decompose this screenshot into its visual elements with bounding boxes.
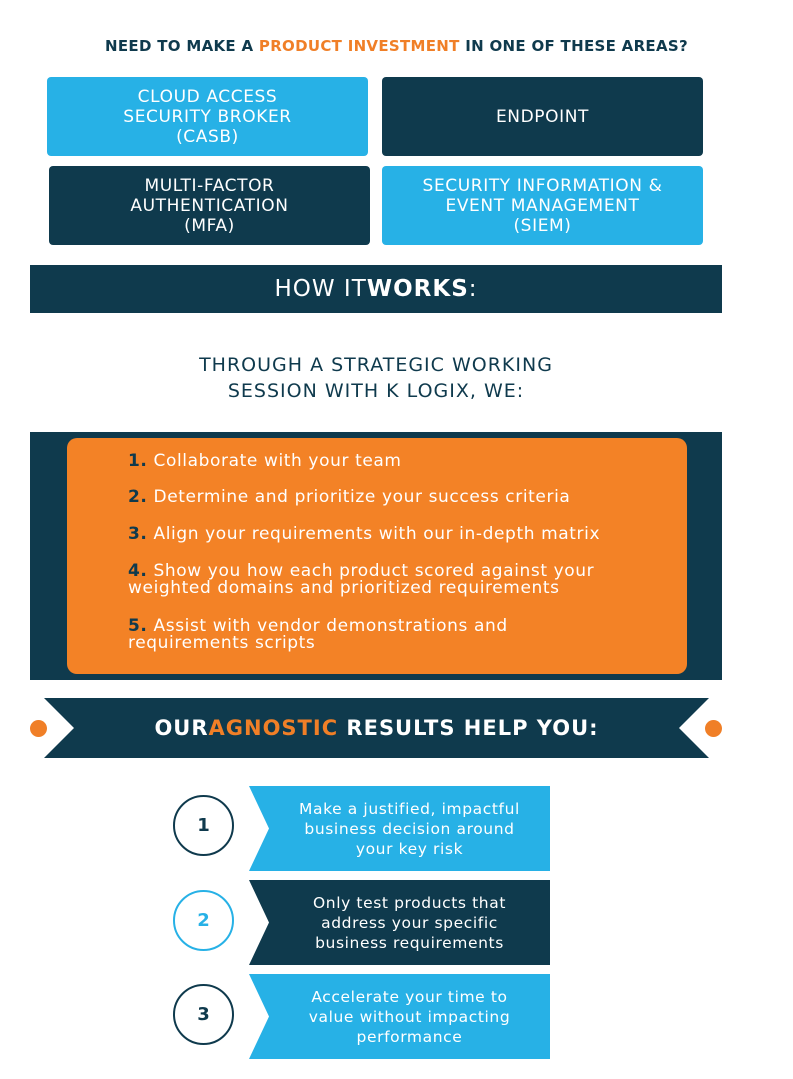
- how-it-works-bold: WORKS: [366, 276, 469, 302]
- banner-highlight: AGNOSTIC: [208, 716, 339, 740]
- step-number: 1.: [128, 451, 148, 471]
- banner-suffix: RESULTS HELP YOU:: [346, 716, 599, 740]
- how-it-works-bar: HOW IT WORKS:: [30, 265, 722, 313]
- benefit-panel: Make a justified, impactful business dec…: [249, 786, 550, 871]
- step-item: 3. Align your requirements with our in-d…: [128, 526, 688, 543]
- banner-prefix: OUR: [154, 716, 209, 740]
- how-it-works-suffix: :: [468, 276, 478, 302]
- how-it-works-prefix: HOW IT: [274, 276, 367, 302]
- headline-suffix: IN ONE OF THESE AREAS?: [459, 37, 688, 55]
- step-text: Align your requirements with our in-dept…: [147, 524, 601, 544]
- banner-right-dot: [705, 720, 722, 737]
- benefit-panel: Accelerate your time to value without im…: [249, 974, 550, 1059]
- benefit-text: Make a justified, impactful business dec…: [299, 799, 520, 858]
- results-banner-text: OUR AGNOSTIC RESULTS HELP YOU:: [44, 698, 709, 758]
- area-mfa: MULTI-FACTOR AUTHENTICATION (MFA): [49, 166, 370, 245]
- intro-text: THROUGH A STRATEGIC WORKING SESSION WITH…: [199, 354, 553, 402]
- step-item: 4. Show you how each product scored agai…: [128, 563, 688, 597]
- benefit-number-badge: 1: [173, 795, 234, 856]
- area-casb: CLOUD ACCESS SECURITY BROKER (CASB): [47, 77, 368, 156]
- step-text: Determine and prioritize your success cr…: [147, 487, 571, 507]
- area-endpoint: ENDPOINT: [382, 77, 703, 156]
- step-number: 3.: [128, 524, 148, 544]
- ribbon-shape: [44, 698, 709, 758]
- area-siem: SECURITY INFORMATION & EVENT MANAGEMENT …: [382, 166, 703, 245]
- benefit-panel: Only test products that address your spe…: [249, 880, 550, 965]
- step-text: Collaborate with your team: [147, 451, 402, 471]
- benefit-panel-shape: [249, 786, 550, 871]
- step-number: 5.: [128, 616, 148, 636]
- benefit-number-badge: 3: [173, 984, 234, 1045]
- banner-left-dot: [30, 720, 47, 737]
- steps-box: [67, 438, 687, 674]
- step-text: Show you how each product scored against…: [128, 561, 595, 598]
- headline-highlight: PRODUCT INVESTMENT: [258, 37, 460, 55]
- step-number: 4.: [128, 561, 148, 581]
- benefit-panel-shape: [249, 880, 550, 965]
- results-ribbon: [44, 698, 709, 758]
- benefit-text: Only test products that address your spe…: [312, 893, 507, 952]
- benefit-number-badge: 2: [173, 890, 234, 951]
- headline: NEED TO MAKE A PRODUCT INVESTMENT IN ONE…: [0, 37, 793, 55]
- step-item: 2. Determine and prioritize your success…: [128, 489, 688, 506]
- step-number: 2.: [128, 487, 148, 507]
- step-item: 5. Assist with vendor demonstrations and…: [128, 618, 688, 652]
- benefit-panel-shape: [249, 974, 550, 1059]
- benefit-text: Accelerate your time to value without im…: [308, 987, 511, 1046]
- step-text: Assist with vendor demonstrations and re…: [128, 616, 508, 653]
- step-item: 1. Collaborate with your team: [128, 453, 688, 470]
- headline-prefix: NEED TO MAKE A: [105, 37, 259, 55]
